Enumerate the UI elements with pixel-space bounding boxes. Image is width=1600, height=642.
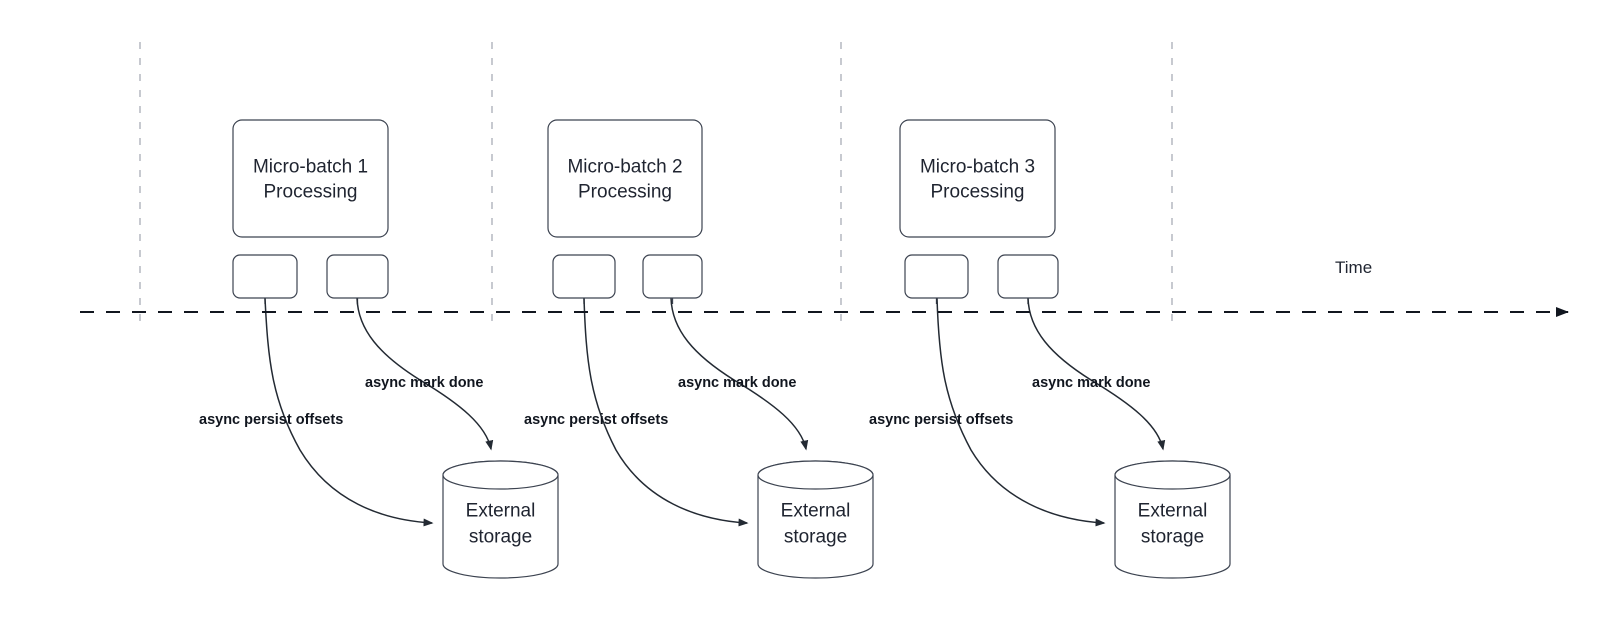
external-storage-3-top-ellipse: [1114, 460, 1231, 490]
micro-batch-3-label-line1: Micro-batch 3: [920, 157, 1035, 178]
external-storage-3-label: External storage: [1138, 501, 1208, 548]
external-storage-1-label-line2: storage: [469, 527, 532, 548]
batch-2-task-b[interactable]: [642, 254, 703, 299]
batch-1-task-a[interactable]: [232, 254, 298, 299]
batch-1-task-b[interactable]: [326, 254, 389, 299]
batch-2-task-a[interactable]: [552, 254, 616, 299]
micro-batch-3-label: Micro-batch 3 Processing: [920, 157, 1035, 203]
mark-done-3-curve: [1027, 297, 1166, 451]
mark-done-2-label: async mark done: [678, 375, 796, 391]
persist-offsets-1-curve: [264, 297, 434, 527]
batch-3-task-a[interactable]: [904, 254, 969, 299]
persist-offsets-2-label: async persist offsets: [524, 412, 668, 428]
mark-done-3-label: async mark done: [1032, 375, 1150, 391]
micro-batch-3-label-line2: Processing: [931, 182, 1025, 203]
batch-3-task-b[interactable]: [997, 254, 1059, 299]
micro-batch-1-label-line1: Micro-batch 1: [253, 157, 368, 178]
external-storage-1-label: External storage: [466, 501, 536, 548]
external-storage-2-label: External storage: [781, 501, 851, 548]
external-storage-3-label-line1: External: [1138, 501, 1208, 522]
diagram-shapes: [232, 119, 1231, 579]
external-storage-2-label-line1: External: [781, 501, 851, 522]
micro-batch-1-label: Micro-batch 1 Processing: [253, 157, 368, 203]
external-storage-1-label-line1: External: [466, 501, 536, 522]
async-edges: [264, 297, 1166, 527]
micro-batch-1-box[interactable]: [232, 119, 389, 238]
persist-offsets-3-curve: [936, 297, 1106, 527]
persist-offsets-3-label: async persist offsets: [869, 412, 1013, 428]
micro-batch-2-label: Micro-batch 2 Processing: [567, 157, 682, 203]
mark-done-1-curve: [356, 297, 494, 451]
persist-offsets-1-label: async persist offsets: [199, 412, 343, 428]
mark-done-2-curve: [670, 297, 809, 451]
external-storage-3-label-line2: storage: [1141, 527, 1204, 548]
micro-batch-2-label-line2: Processing: [578, 182, 672, 203]
micro-batch-2-label-line1: Micro-batch 2: [567, 157, 682, 178]
mark-done-1-label: async mark done: [365, 375, 483, 391]
micro-batch-2-box[interactable]: [547, 119, 703, 238]
external-storage-1-top-ellipse: [442, 460, 559, 490]
micro-batch-3-box[interactable]: [899, 119, 1056, 238]
external-storage-2-top-ellipse: [757, 460, 874, 490]
persist-offsets-2-curve: [583, 297, 749, 527]
time-axis-label: Time: [1335, 258, 1372, 277]
micro-batch-1-label-line2: Processing: [264, 182, 358, 203]
external-storage-2-label-line2: storage: [784, 527, 847, 548]
